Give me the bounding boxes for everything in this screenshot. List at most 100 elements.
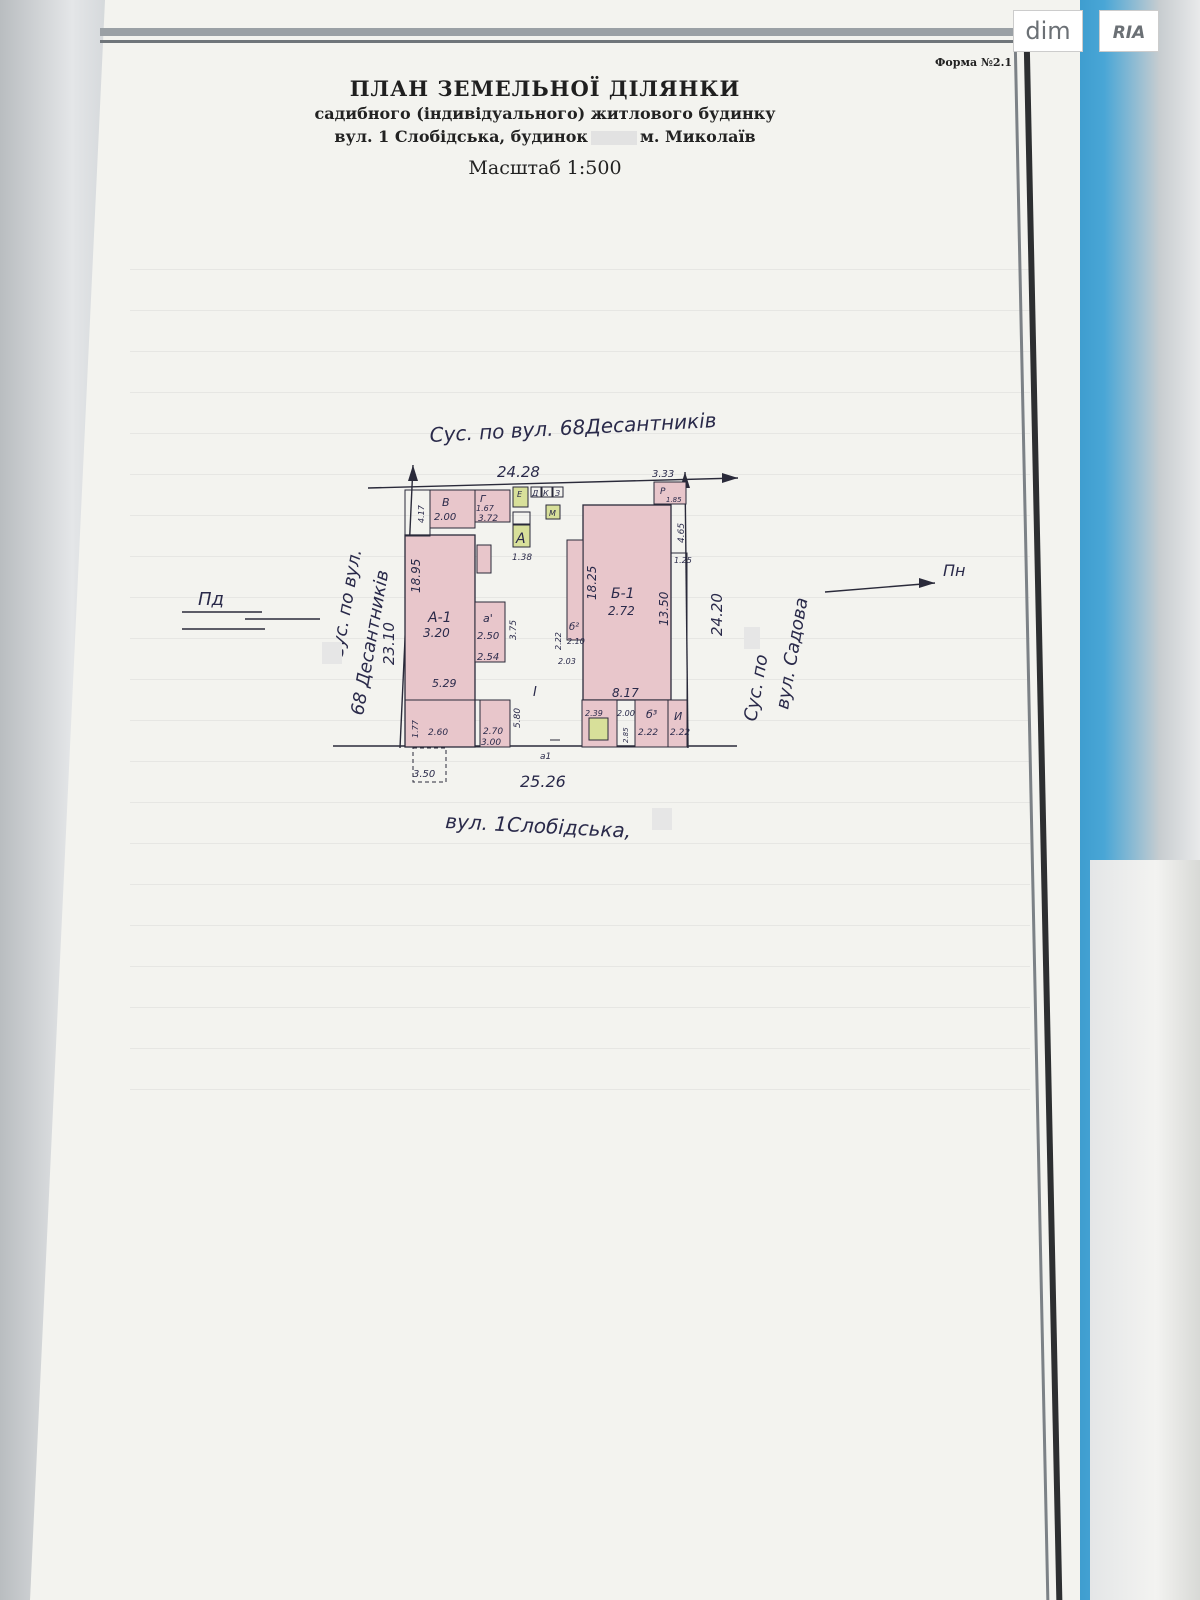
form-number: Форма №2.1: [935, 56, 1013, 69]
label-b3-val: 2.22: [638, 728, 658, 738]
east-neighbor-line2: вул. Садова: [772, 596, 812, 711]
dim-top-right: 3.33: [652, 469, 674, 480]
structure-k: [541, 486, 553, 498]
north-neighbor-label: Сус. по вул. 68Десантників: [429, 408, 717, 447]
dim-left: 23.10: [380, 622, 398, 665]
redacted-east-number: [744, 627, 760, 649]
label-a-prime-bottom: 2.54: [477, 652, 499, 663]
label-b1-bottom: 8.17: [612, 686, 639, 700]
redacted-number: [590, 130, 637, 145]
watermark-logo: dim RIA: [1013, 10, 1159, 54]
ruled-lines: [130, 230, 1030, 1090]
direction-north: Пн: [943, 561, 966, 580]
redacted-street-number: [652, 808, 672, 830]
label-a1-height: 3.20: [423, 626, 450, 640]
document-address: вул. 1 Слобідська, будинок м. Миколаїв: [230, 127, 860, 146]
structure-e: [512, 486, 529, 508]
arrow-top: [722, 473, 738, 483]
label-300: 3.00: [481, 738, 501, 748]
label-a1-len: 18.95: [409, 559, 423, 593]
frame-top: [100, 28, 1040, 36]
label-a-val: 1.38: [512, 553, 532, 563]
east-neighbor-line1: Сус. по: [740, 653, 772, 723]
street-label: вул. 1Слобідська,: [445, 809, 632, 843]
label-285: 2.85: [622, 727, 630, 743]
document-title: ПЛАН ЗЕМЕЛЬНОЇ ДІЛЯНКИ: [349, 76, 741, 101]
label-a-prime-side: 3.75: [509, 620, 519, 640]
label-270: 2.70: [483, 727, 503, 737]
building-a-prime: [474, 601, 506, 663]
label-v-side: 4.17: [417, 504, 426, 523]
label-239: 2.39: [585, 709, 603, 718]
label-z: З: [555, 489, 560, 498]
frame-top-line: [100, 40, 1040, 43]
label-e: Е: [517, 490, 523, 499]
direction-south: Пд: [198, 589, 224, 610]
label-529: 5.29: [432, 677, 457, 690]
structure-o: [512, 511, 531, 525]
label-i-val: 2.22: [670, 728, 690, 738]
label-i: И: [674, 710, 682, 723]
dim-right: 24.20: [708, 593, 726, 636]
building-b1-side: [670, 552, 688, 701]
label-r-val: 1.85: [666, 496, 682, 504]
label-g-val1: 1.67: [476, 504, 495, 513]
label-b2-val: 2.10: [567, 637, 585, 646]
structure-a: [512, 524, 531, 548]
label-177: 1.77: [411, 719, 420, 738]
redacted-west-number: [322, 642, 342, 664]
building-b1: [582, 504, 672, 701]
building-small-a: [476, 544, 492, 574]
label-d: Д: [531, 489, 538, 498]
label-b2: б²: [569, 621, 579, 633]
label-a1-small: а1: [540, 752, 551, 762]
building-i: [667, 699, 688, 748]
label-b1-right: 4.65: [677, 523, 687, 543]
document-subtitle: садибного (індивідуального) житлового бу…: [314, 104, 776, 123]
label-v: В: [442, 496, 450, 509]
label-a-prime-val: 2.50: [477, 631, 499, 642]
building-a1: [404, 534, 476, 748]
label-g-val2: 3.72: [478, 514, 498, 524]
logo-ria: RIA: [1099, 10, 1159, 52]
label-b3: б³: [646, 708, 658, 721]
building-g: [474, 489, 511, 523]
building-d: [479, 699, 511, 748]
building-b2: [566, 539, 584, 641]
label-b1: Б-1: [611, 586, 635, 602]
building-r: [653, 481, 687, 505]
label-580: 5.80: [513, 708, 523, 728]
label-260: 2.60: [428, 728, 448, 738]
structure-z: [552, 486, 564, 498]
dim-bottom: 25.26: [520, 772, 566, 791]
label-a: А: [515, 531, 526, 547]
structure-m: [545, 504, 561, 520]
logo-dim: dim: [1013, 10, 1083, 52]
label-m: М: [549, 509, 556, 518]
label-b2-bottom: 2.03: [558, 657, 576, 666]
structure-d: [530, 486, 542, 498]
arrow-left: [408, 465, 418, 481]
gate-outline: [412, 747, 447, 783]
dim-gate: 3.50: [413, 769, 435, 780]
label-k: К: [543, 489, 549, 498]
address-city: м. Миколаїв: [639, 127, 756, 146]
label-a1: А-1: [427, 610, 452, 626]
label-b1-height: 2.72: [608, 604, 635, 618]
arrow-north: [919, 578, 935, 588]
label-200: 2.00: [617, 709, 635, 718]
label-b2-side: 2.22: [554, 632, 563, 650]
label-r: Р: [660, 487, 666, 497]
label-b1-side: 13.50: [657, 591, 671, 626]
document-scale: Масштаб 1:500: [468, 157, 622, 179]
label-a-prime: а': [483, 612, 493, 625]
background-cloth: [1090, 860, 1200, 1600]
document-page: [30, 0, 1080, 1600]
label-b1-len: 18.25: [585, 566, 599, 600]
label-courtyard: І: [533, 685, 537, 700]
dim-top: 24.28: [497, 463, 540, 481]
address-street: вул. 1 Слобідська, будинок: [334, 127, 588, 146]
structure-x: [588, 717, 609, 741]
label-b1-step: 1.25: [674, 556, 692, 565]
